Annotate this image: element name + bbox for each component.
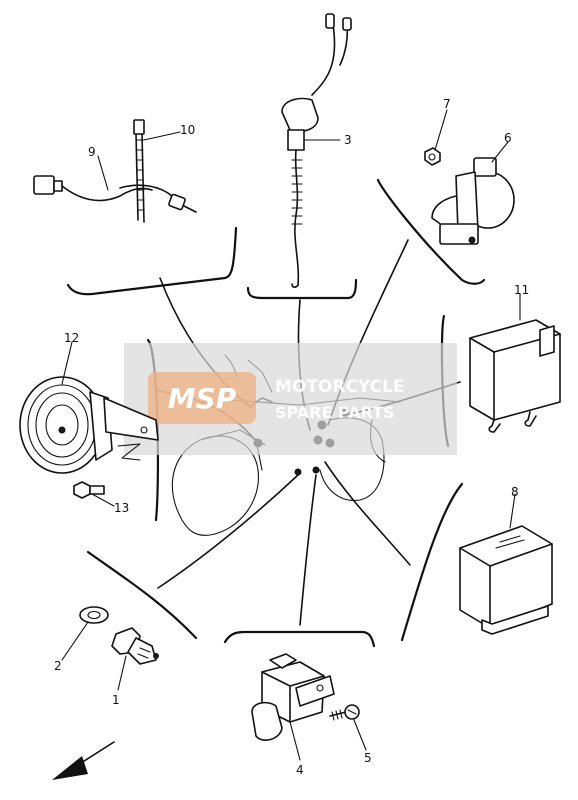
part-2-washer	[79, 606, 109, 624]
callout-12: 12	[64, 331, 79, 345]
part-6-relay	[431, 157, 515, 245]
callout-7: 7	[443, 97, 451, 111]
part-3-switch	[281, 13, 352, 288]
part-5-screw	[329, 704, 360, 721]
part-1-switch	[111, 627, 159, 665]
callout-5: 5	[364, 751, 372, 765]
callout-numbers: 1 2 3 4 5 6 7 8 9 10 11 12 13	[54, 97, 529, 777]
callout-3: 3	[344, 133, 352, 147]
watermark: MSP MOTORCYCLE SPARE PARTS	[124, 343, 457, 455]
part-13-bolt	[73, 481, 105, 499]
callout-10: 10	[180, 123, 195, 137]
watermark-logo: MSP	[168, 382, 237, 415]
callout-4: 4	[296, 763, 304, 777]
callout-11: 11	[514, 283, 529, 297]
part-11-relay-box	[469, 319, 561, 433]
part-8-flasher	[459, 525, 553, 635]
part-4-main-switch	[251, 653, 335, 741]
callout-13: 13	[114, 501, 129, 515]
part-7-nut	[424, 147, 441, 166]
callout-9: 9	[88, 145, 96, 159]
callout-8: 8	[511, 485, 519, 499]
callout-2: 2	[54, 659, 62, 673]
direction-arrow-icon	[52, 741, 115, 780]
callout-6: 6	[504, 131, 512, 145]
watermark-line1: MOTORCYCLE	[275, 377, 405, 397]
part-12-horn	[19, 376, 159, 474]
part-10-cable-tie	[133, 119, 145, 223]
part-9-wire-connector	[33, 175, 197, 213]
group-brackets	[66, 178, 486, 648]
callout-leaders	[61, 109, 521, 761]
callout-1: 1	[112, 693, 120, 707]
watermark-line2: SPARE PARTS	[275, 403, 395, 422]
